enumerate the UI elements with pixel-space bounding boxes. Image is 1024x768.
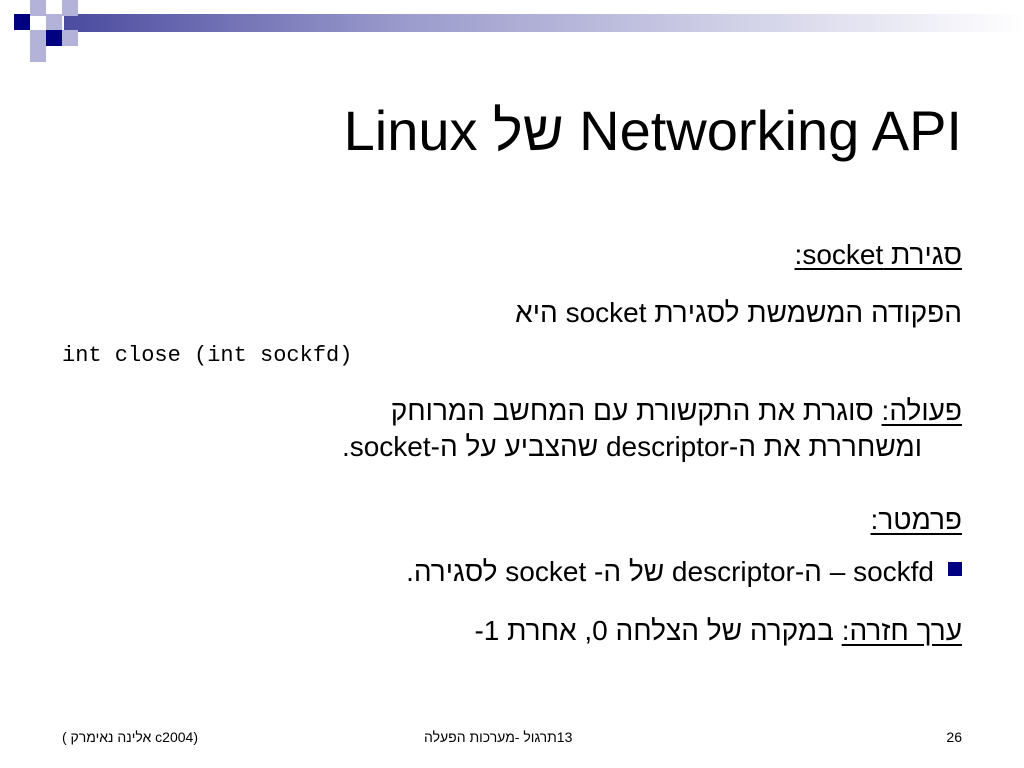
action-line-2: ומשחררת את ה-descriptor שהצביע על ה-sock… bbox=[341, 431, 922, 462]
parameter-bullet-item: sockfd – ה-descriptor של ה- socket לסגיר… bbox=[406, 555, 962, 589]
header-gradient-bar bbox=[64, 14, 1024, 32]
decor-square bbox=[62, 0, 78, 16]
action-description: פעולה: סוגרת את התקשורת עם המחשב המרוחק … bbox=[162, 393, 962, 465]
slide-title: Linux של Networking API bbox=[343, 99, 962, 162]
action-text-1: סוגרת את התקשורת עם המחשב המרוחק bbox=[390, 395, 882, 426]
square-bullet-icon bbox=[948, 562, 962, 576]
decor-square bbox=[62, 30, 78, 46]
code-signature: int close (int sockfd) bbox=[62, 343, 353, 368]
footer-page-number: 26 bbox=[946, 729, 962, 745]
decor-square bbox=[46, 30, 62, 46]
decor-square bbox=[30, 30, 46, 46]
footer-copyright: (c2004 אלינה נאימרק ) bbox=[62, 729, 198, 745]
action-label: פעולה: bbox=[881, 395, 962, 426]
return-value-line: ערך חזרה: במקרה של הצלחה 0, אחרת 1- bbox=[474, 614, 962, 648]
section-heading-socket-close: סגירת socket: bbox=[794, 239, 962, 270]
return-value-text: במקרה של הצלחה 0, אחרת 1- bbox=[474, 615, 842, 646]
intro-line: הפקודה המשמשת לסגירת socket היא bbox=[515, 297, 962, 328]
return-value-label: ערך חזרה: bbox=[841, 615, 962, 646]
decor-square bbox=[30, 46, 46, 62]
parameter-label: פרמטר: bbox=[870, 504, 962, 535]
slide-decoration bbox=[14, 0, 1024, 62]
parameter-bullet-text: sockfd – ה-descriptor של ה- socket לסגיר… bbox=[406, 556, 934, 587]
footer-course: 13תרגול -מערכות הפעלה bbox=[424, 729, 573, 745]
decor-square bbox=[46, 14, 62, 30]
action-line-1: פעולה: סוגרת את התקשורת עם המחשב המרוחק bbox=[162, 393, 962, 429]
decor-square bbox=[30, 0, 46, 16]
decor-square bbox=[14, 14, 30, 30]
